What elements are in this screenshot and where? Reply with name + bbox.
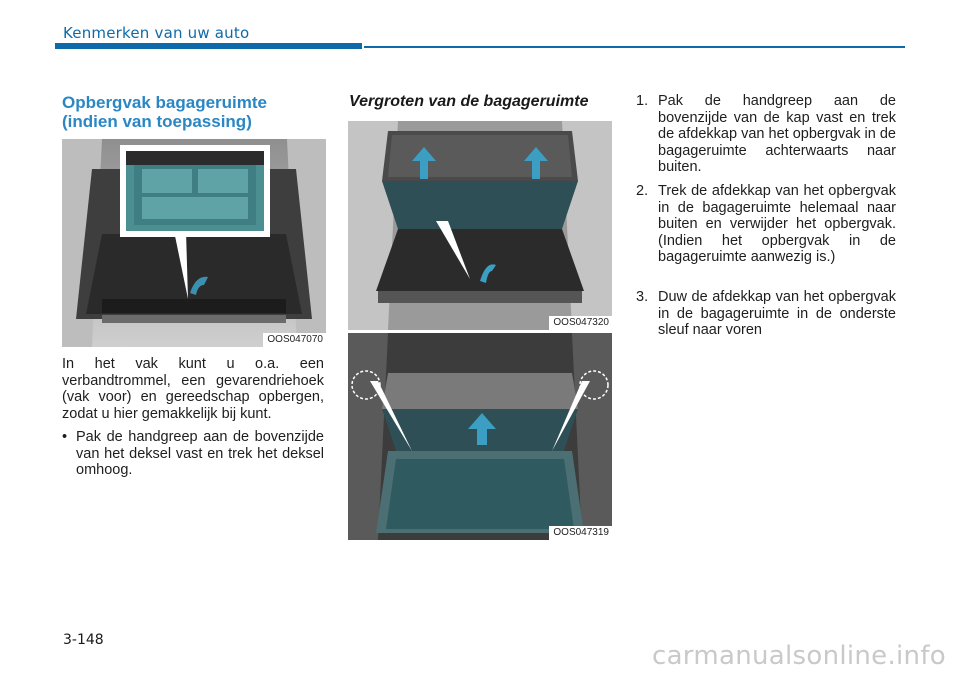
step-number: 1.: [636, 93, 649, 109]
cover-storage-illustration: OOS047319: [348, 333, 612, 540]
intro-paragraph: In het vak kunt u o.a. een verbandtromme…: [62, 356, 324, 422]
subsection-title: Vergroten van de bagageruimte: [349, 93, 589, 110]
page-number: 3-148: [63, 632, 104, 648]
watermark: carmanualsonline.info: [651, 641, 946, 671]
step-item: 3. Duw de afdekkap van het opbergvak in …: [636, 289, 896, 339]
step-item: 1. Pak de handgreep aan de bovenzijde va…: [636, 93, 896, 176]
cover-removal-illustration: OOS047320: [348, 121, 612, 330]
step-item: 2. Trek de afdekkap van het opbergvak in…: [636, 183, 896, 266]
step-number: 2.: [636, 183, 649, 199]
bullet-text: Pak de handgreep aan de bovenzijde van h…: [76, 429, 324, 478]
image-code-bottom: OOS047319: [549, 526, 612, 540]
bullet-item: • Pak de handgreep aan de bovenzijde van…: [62, 429, 324, 479]
step-text: Trek de afdekkap van het opbergvak in de…: [658, 183, 896, 265]
section-title: Opbergvak bagageruimte (indien van toepa…: [62, 93, 268, 131]
step-text: Duw de afdekkap van het opbergvak in de …: [658, 289, 896, 338]
bullet-mark: •: [62, 429, 68, 445]
step-text: Pak de handgreep aan de bovenzijde van d…: [658, 93, 896, 175]
step-number: 3.: [636, 289, 649, 305]
header-rule-thick: [55, 43, 362, 49]
header-rule-thin: [364, 46, 905, 48]
header-title: Kenmerken van uw auto: [63, 24, 250, 42]
image-code: OOS047070: [263, 333, 326, 347]
image-code-top: OOS047320: [549, 316, 612, 330]
trunk-storage-illustration: OOS047070: [62, 139, 326, 347]
